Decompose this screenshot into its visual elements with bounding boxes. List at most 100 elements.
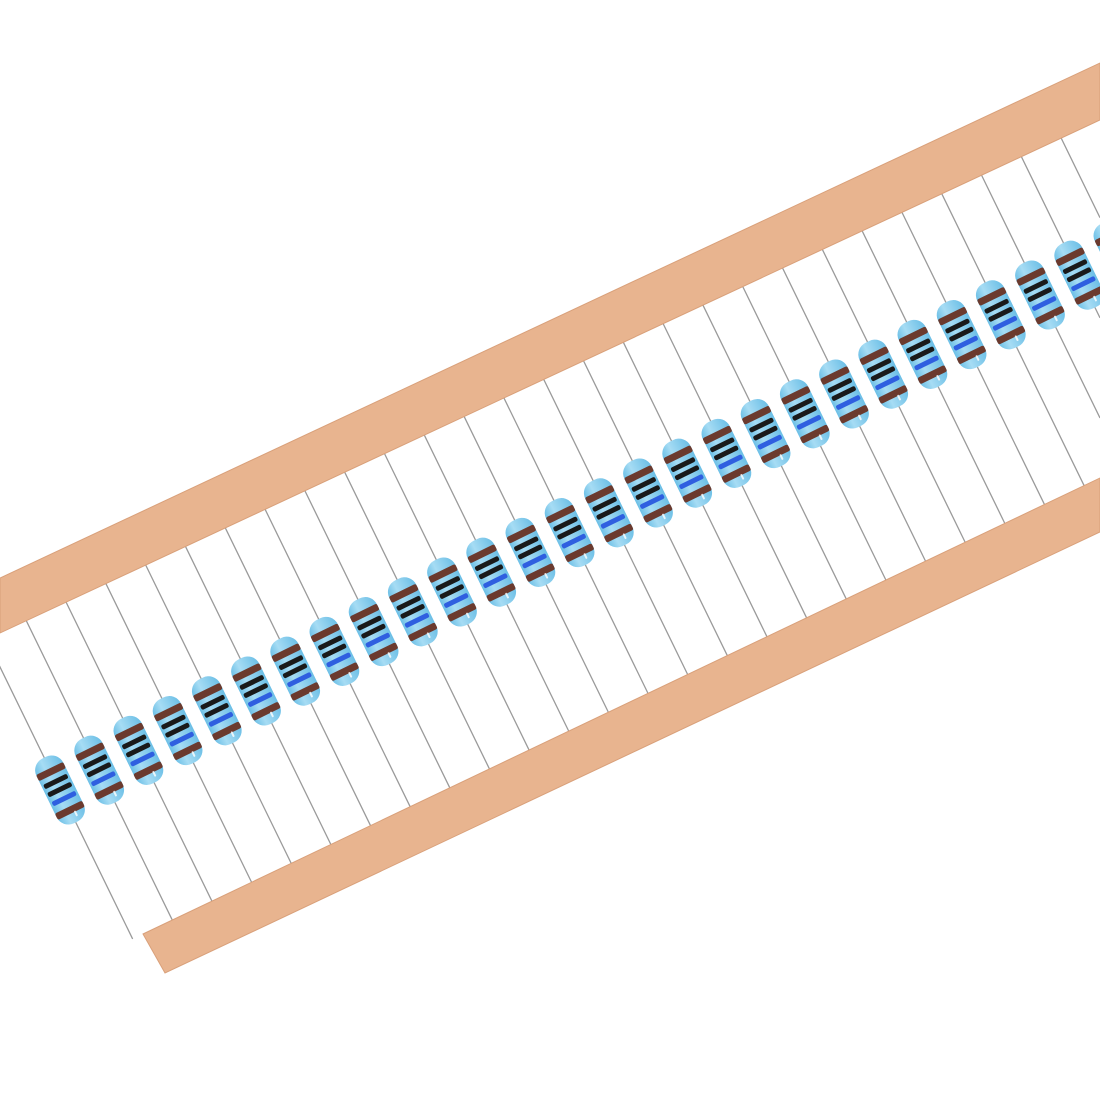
color-band — [369, 642, 398, 661]
color-band — [878, 385, 908, 404]
body-highlight — [701, 493, 705, 500]
body-highlight — [465, 612, 470, 619]
color-band — [507, 524, 536, 544]
color-band — [404, 613, 430, 628]
color-band — [439, 584, 464, 599]
color-band — [945, 318, 970, 334]
resistor — [35, 755, 85, 825]
color-band — [836, 395, 861, 410]
color-band — [714, 445, 739, 461]
color-band — [396, 595, 421, 611]
resistor — [152, 696, 203, 766]
color-band — [875, 375, 900, 391]
resistor — [662, 438, 713, 508]
color-band — [204, 703, 229, 718]
color-band — [839, 405, 869, 424]
color-band — [1023, 279, 1048, 294]
color-band — [546, 505, 575, 524]
color-band — [525, 563, 555, 582]
body-highlight — [1014, 335, 1019, 342]
color-band — [82, 754, 108, 769]
color-band — [643, 504, 673, 523]
color-band — [311, 623, 340, 643]
resistor — [231, 656, 281, 726]
color-band — [326, 652, 351, 668]
color-band — [165, 722, 190, 738]
body-highlight — [73, 810, 78, 817]
color-band — [435, 576, 460, 591]
color-band — [703, 425, 732, 445]
color-band — [596, 505, 621, 520]
color-band — [287, 672, 312, 688]
body-highlight — [975, 355, 980, 361]
color-band — [870, 366, 896, 382]
color-band — [1055, 247, 1085, 266]
color-band — [115, 722, 144, 742]
color-band — [585, 485, 615, 504]
color-band — [682, 484, 712, 503]
color-band — [91, 771, 116, 787]
color-band — [600, 514, 626, 529]
body-highlight — [309, 691, 313, 698]
color-band — [169, 731, 194, 747]
color-band — [992, 316, 1018, 331]
body-highlight — [1053, 315, 1058, 322]
color-band — [122, 734, 147, 750]
color-band — [243, 683, 268, 698]
resistor — [348, 597, 399, 667]
resistor — [1015, 260, 1065, 330]
body-highlight — [191, 751, 196, 757]
resistor — [191, 676, 242, 746]
color-band — [193, 683, 223, 702]
color-band — [400, 604, 425, 619]
resistor-row — [35, 220, 1100, 825]
color-band — [953, 335, 978, 351]
color-band — [604, 523, 634, 543]
color-band — [757, 434, 782, 450]
resistor — [740, 399, 791, 469]
color-band — [161, 714, 186, 730]
color-band — [486, 583, 516, 602]
body-highlight — [897, 394, 901, 401]
color-band — [133, 761, 163, 780]
color-band — [721, 464, 751, 483]
color-band — [949, 326, 974, 342]
resistor — [819, 359, 869, 429]
color-band — [350, 604, 379, 623]
color-band — [318, 635, 343, 651]
color-band — [52, 791, 77, 806]
color-band — [126, 742, 151, 758]
body-highlight — [544, 573, 549, 579]
color-band — [154, 703, 183, 722]
body-highlight — [113, 790, 117, 797]
resistor — [113, 715, 164, 785]
color-band — [906, 338, 931, 354]
color-band — [938, 307, 967, 326]
color-band — [36, 762, 66, 781]
color-band — [1035, 306, 1065, 325]
color-band — [984, 298, 1009, 314]
body-highlight — [857, 414, 862, 421]
color-band — [1032, 296, 1057, 311]
resistor — [897, 319, 948, 389]
body-highlight — [622, 533, 627, 540]
bottom-paper-tape — [142, 477, 1100, 974]
body-highlight — [1093, 295, 1097, 302]
color-band — [55, 801, 85, 820]
color-band — [483, 573, 508, 589]
color-band — [408, 622, 438, 642]
color-band — [357, 615, 382, 631]
color-band — [329, 662, 359, 681]
color-band — [679, 474, 704, 490]
color-band — [282, 663, 308, 679]
top-paper-tape — [0, 62, 1100, 634]
color-band — [447, 603, 477, 622]
resistor — [387, 577, 438, 647]
color-band — [522, 553, 547, 569]
resistor — [975, 280, 1026, 350]
color-band — [753, 425, 778, 441]
color-band — [208, 712, 234, 727]
color-band — [710, 437, 735, 453]
color-band — [361, 623, 386, 639]
